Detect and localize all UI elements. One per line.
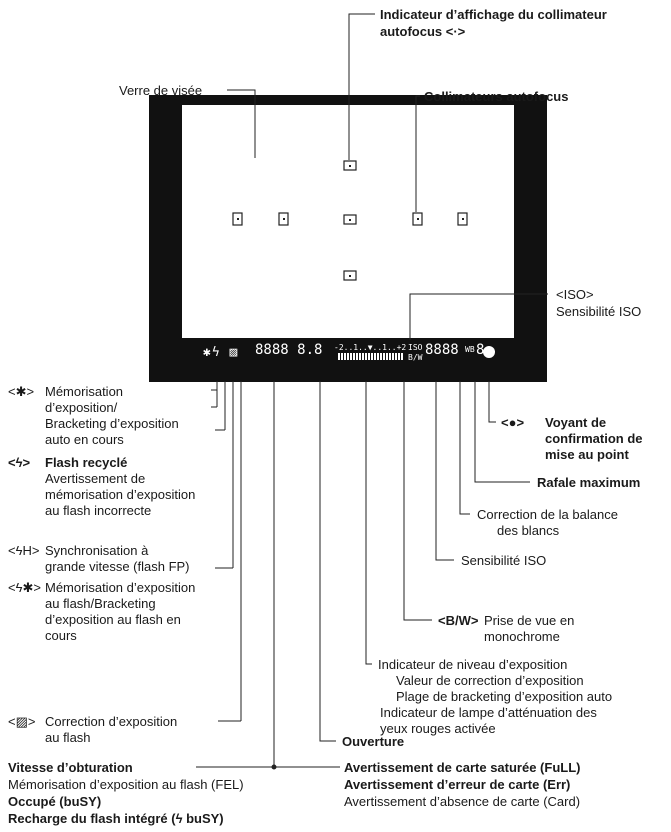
label-card-l1: Avertissement de carte saturée (FuLL): [344, 760, 581, 775]
label-fec-sym: <▨>: [8, 714, 36, 729]
label-flash-sym: <ϟ>: [8, 455, 31, 470]
viewfinder-wb: WB: [465, 345, 475, 354]
label-fp-l1: Synchronisation à: [45, 543, 149, 558]
label-focus-sym: <●>: [501, 415, 525, 430]
label-ae-lock-l2: d’exposition/: [45, 400, 118, 415]
label-focus-l3: mise au point: [545, 447, 629, 462]
viewfinder-scale: -2..1..▼..1..+2: [334, 343, 407, 352]
viewfinder-bw: B/W: [408, 353, 423, 362]
label-verre: Verre de visée: [119, 83, 203, 98]
label-collimateurs: Collimateurs autofocus: [424, 89, 569, 104]
label-indicateur-l1: Indicateur d’affichage du collimateur: [380, 7, 607, 22]
label-ouverture: Ouverture: [342, 734, 405, 749]
viewfinder-burst: 8: [476, 342, 485, 358]
label-fec-l1: Correction d’exposition: [45, 714, 178, 729]
label-rafale: Rafale maximum: [537, 475, 641, 490]
label-focus-l2: confirmation de: [545, 431, 643, 446]
label-bw-l1: Prise de vue en: [484, 613, 575, 628]
label-flash-l2: Avertissement de: [45, 471, 146, 486]
viewfinder-iso: ISO: [408, 343, 423, 352]
exposure-level-ticks: [338, 353, 403, 360]
label-fel-l3: d’exposition au flash en: [45, 612, 181, 627]
label-exposure-l2: Valeur de correction d’exposition: [396, 673, 584, 688]
label-focus-l1: Voyant de: [545, 415, 607, 430]
label-shutter-l1: Vitesse d’obturation: [8, 760, 133, 775]
label-fel-l2: au flash/Bracketing: [45, 596, 156, 611]
label-bw-sym: <B/W>: [438, 613, 479, 628]
label-bw-l2: monochrome: [484, 629, 560, 644]
viewfinder-icons: ✱ϟ ▨: [203, 345, 239, 360]
label-fec-l2: au flash: [45, 730, 91, 745]
label-card-l3: Avertissement d’absence de carte (Card): [344, 794, 581, 809]
label-shutter-l2: Mémorisation d’exposition au flash (FEL): [8, 777, 244, 792]
label-shutter-l4: Recharge du flash intégré (ϟ buSY): [8, 811, 224, 826]
label-ae-lock-l3: Bracketing d’exposition: [45, 416, 179, 431]
label-iso-value: Sensibilité ISO: [461, 553, 547, 568]
label-shutter-l3: Occupé (buSY): [8, 794, 102, 809]
label-card-l2: Avertissement d’erreur de carte (Err): [344, 777, 571, 792]
leader-lines: [196, 13, 548, 770]
label-flash-l4: au flash incorrecte: [45, 503, 152, 518]
label-exposure-l1: Indicateur de niveau d’exposition: [378, 657, 568, 672]
label-indicateur-l2: autofocus <·>: [380, 24, 466, 39]
label-fel-l1: Mémorisation d’exposition: [45, 580, 196, 595]
label-fp-l2: grande vitesse (flash FP): [45, 559, 190, 574]
viewfinder-iso-value: 8888: [425, 342, 459, 358]
label-fp-sym: <ϟH>: [8, 543, 40, 558]
label-wb-l2: des blancs: [497, 523, 560, 538]
label-exposure-l4: Indicateur de lampe d’atténuation des: [380, 705, 597, 720]
label-fel-l4: cours: [45, 628, 77, 643]
label-exposure-l3: Plage de bracketing d’exposition auto: [396, 689, 613, 704]
label-wb-l1: Correction de la balance: [477, 507, 618, 522]
label-flash-l1: Flash recyclé: [45, 455, 128, 470]
label-ae-lock-l4: auto en cours: [45, 432, 124, 447]
label-flash-l3: mémorisation d’exposition: [45, 487, 196, 502]
label-fel-sym: <ϟ✱>: [8, 580, 41, 595]
label-iso-symbol: <ISO>: [556, 287, 594, 302]
label-iso-text: Sensibilité ISO: [556, 304, 642, 319]
focus-confirm-dot: [483, 346, 495, 358]
viewfinder-readout: 8888 8.8: [255, 342, 323, 358]
label-exposure-l5: yeux rouges activée: [380, 721, 496, 736]
label-ae-lock-sym: <✱>: [8, 384, 35, 399]
label-ae-lock-l1: Mémorisation: [45, 384, 124, 399]
